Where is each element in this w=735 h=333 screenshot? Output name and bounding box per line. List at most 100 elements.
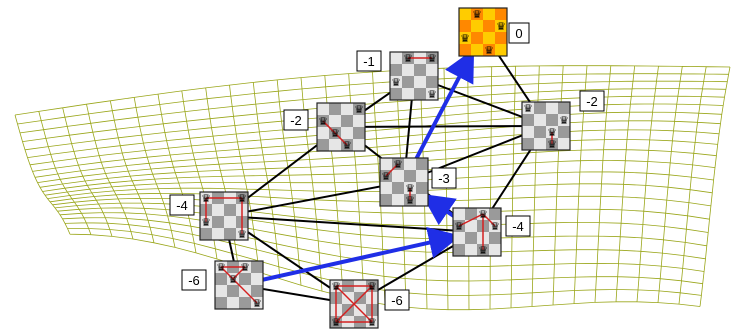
chess-queen-icon: ♛ [427,52,437,65]
chess-queen-icon: ♛ [331,280,341,293]
board-square [224,228,236,240]
board-square [471,20,483,32]
board-frame [389,51,439,101]
chess-queen-icon: ♛ [472,8,482,21]
conflict-line [322,120,348,146]
board-square [471,44,483,56]
chess-queen-icon: ♛ [331,316,341,329]
board-frame [458,7,508,57]
highlight-edge-n6a-n4b [238,226,461,287]
chess-queen-icon: ♛ [454,220,464,233]
board-square [329,103,341,115]
board-square [495,44,507,56]
chess-queen-icon: ♛ [403,52,413,65]
score-label: -3 [438,171,450,186]
board-square [329,139,341,151]
board-square [317,103,329,115]
board-square [227,285,239,297]
board-square [416,158,428,170]
board-square [200,228,212,240]
board-square [212,216,224,228]
board-square [558,102,570,114]
score-label: -4 [512,219,524,234]
board-square [558,138,570,150]
chess-queen-icon: ♛ [237,228,247,241]
board-square [534,102,546,114]
score-label-box [431,167,457,189]
score-label: -6 [391,293,403,308]
board-node-n6b: ♛♛♛♛-6 [329,279,410,329]
board-frame [329,279,379,329]
board-square [390,52,402,64]
board-square [546,114,558,126]
chess-queen-icon: ♛ [405,194,415,207]
board-square [483,20,495,32]
conflict-line [232,266,246,280]
conflict-line [458,213,484,227]
board-square [251,285,263,297]
score-label-box [356,50,382,72]
chess-queen-icon: ♛ [490,220,500,233]
chess-queen-icon: ♛ [391,76,401,89]
conflict-line [335,285,373,323]
chess-queen-icon: ♛ [393,158,403,171]
chess-queen-icon: ♛ [201,216,211,229]
board-square [483,32,495,44]
board-square [495,32,507,44]
board-square [459,20,471,32]
board-square [426,64,438,76]
board-square [459,44,471,56]
board-square [483,44,495,56]
chess-queen-icon: ♛ [559,114,569,127]
chess-queen-icon: ♛ [354,103,364,116]
score-label-box [283,109,309,131]
board-square [317,139,329,151]
chess-queen-icon: ♛ [427,88,437,101]
board-node-n3: ♛♛♛♛-3 [379,157,457,207]
board-square [471,32,483,44]
board-node-n2b: ♛♛♛♛-2 [521,90,605,151]
board-square [215,297,227,309]
board-square [522,126,534,138]
score-label: -2 [586,94,598,109]
board-square [453,208,465,220]
board-square [522,102,534,114]
conflict-line [482,213,496,227]
board-square [390,76,402,88]
board-square [341,127,353,139]
board-square [404,170,416,182]
board-square [404,158,416,170]
board-square [534,114,546,126]
board-square [416,194,428,206]
board-square [402,64,414,76]
board-square [522,114,534,126]
board-frame [521,101,571,151]
board-square [465,208,477,220]
board-square [341,115,353,127]
board-square [329,115,341,127]
board-node-n4a: ♛♛♛♛-4 [169,191,249,241]
board-square [414,76,426,88]
chess-queen-icon: ♛ [478,244,488,257]
board-square [489,208,501,220]
board-node-n4b: ♛♛♛♛-4 [452,207,531,257]
chess-queen-icon: ♛ [228,273,238,286]
board-square [251,261,263,273]
score-label: -4 [176,198,188,213]
board-frame [214,260,264,310]
board-square [227,297,239,309]
board-square [522,138,534,150]
score-label-box [169,194,195,216]
chess-queen-icon: ♛ [381,170,391,183]
board-square [414,88,426,100]
graph-nodes: ♛♛♛♛0♛♛♛♛-1♛♛♛♛-2♛♛♛♛-2♛♛♛♛-3♛♛♛♛-4♛♛♛♛-… [169,7,605,329]
board-square [390,88,402,100]
chess-queen-icon: ♛ [484,44,494,57]
board-square [341,103,353,115]
board-square [558,126,570,138]
board-square [495,20,507,32]
board-square [426,76,438,88]
board-square [534,138,546,150]
board-square [353,139,365,151]
chess-queen-icon: ♛ [330,127,340,140]
